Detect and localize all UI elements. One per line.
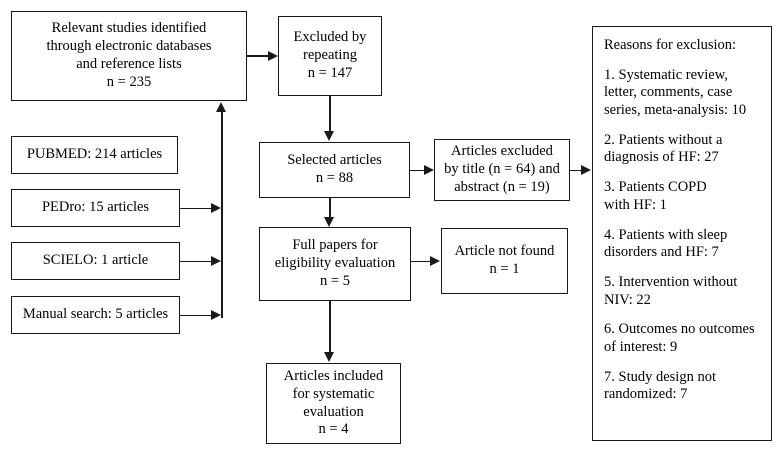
edge-scielo-to-spine xyxy=(180,260,212,262)
edge-full-papers-to-included xyxy=(329,301,331,353)
node-source-manual-search: Manual search: 5 articles xyxy=(11,296,180,334)
node-selected-articles-label: Selected articles n = 88 xyxy=(287,152,382,186)
panel-reason-item-6: 6. Outcomes no outcomes of interest: 9 xyxy=(604,321,755,355)
edge-manual-search-to-spine xyxy=(180,314,212,316)
node-article-not-found: Article not found n = 1 xyxy=(441,228,568,294)
panel-reasons-heading: Reasons for exclusion: xyxy=(604,37,737,53)
node-source-manual-search-label: Manual search: 5 articles xyxy=(22,306,169,323)
edge-excluded-repeating-to-selected xyxy=(329,96,331,132)
panel-reason-item-7: 7. Study design not randomized: 7 xyxy=(604,368,716,403)
arrowhead-pedro-to-spine xyxy=(211,203,221,213)
arrowhead-selected-to-full-papers xyxy=(324,217,335,227)
node-articles-excluded-title-abstract: Articles excluded by title (n = 64) and … xyxy=(434,139,570,201)
arrowhead-excluded-title-to-reasons-panel xyxy=(581,165,591,175)
edge-pedro-to-spine xyxy=(180,207,212,209)
node-source-pedro-label: PEDro: 15 articles xyxy=(41,199,150,216)
panel-reason-item-5: 5. Intervention without NIV: 22 xyxy=(604,273,738,308)
node-relevant-studies-identified-label: Relevant studies identified through elec… xyxy=(46,20,212,90)
node-articles-excluded-title-abstract-label: Articles excluded by title (n = 64) and … xyxy=(444,143,560,195)
edge-identified-to-excluded-repeating xyxy=(247,55,269,57)
node-article-not-found-label: Article not found n = 1 xyxy=(454,243,555,277)
node-source-pubmed: PUBMED: 214 articles xyxy=(11,136,178,174)
node-articles-included-label: Articles included for systematic evaluat… xyxy=(283,367,384,438)
node-source-pubmed-label: PUBMED: 214 articles xyxy=(26,146,163,163)
edge-sources-spine xyxy=(221,112,223,318)
node-full-papers-eligibility-label: Full papers for eligibility evaluation n… xyxy=(274,237,396,289)
arrowhead-manual-search-to-spine xyxy=(211,310,221,320)
edge-excluded-title-to-reasons-panel xyxy=(570,169,582,171)
node-excluded-by-repeating-label: Excluded by repeating n = 147 xyxy=(293,29,367,81)
arrowhead-excluded-repeating-to-selected xyxy=(324,131,335,141)
node-source-scielo: SCIELO: 1 article xyxy=(11,242,180,280)
arrowhead-full-papers-to-article-not-found xyxy=(430,256,440,266)
edge-selected-to-full-papers xyxy=(329,198,331,218)
arrowhead-identified-to-excluded-repeating xyxy=(268,50,278,61)
panel-reason-item-1: 1. Systematic review, letter, comments, … xyxy=(604,66,747,119)
panel-reason-item-3: 3. Patients COPD with HF: 1 xyxy=(604,179,707,213)
node-full-papers-eligibility: Full papers for eligibility evaluation n… xyxy=(259,227,411,301)
arrowhead-scielo-to-spine xyxy=(211,256,221,266)
arrowhead-sources-to-identified xyxy=(216,102,227,112)
edge-selected-to-excluded-title xyxy=(410,169,425,171)
node-relevant-studies-identified: Relevant studies identified through elec… xyxy=(11,11,247,101)
node-source-pedro: PEDro: 15 articles xyxy=(11,189,180,227)
edge-full-papers-to-article-not-found xyxy=(411,260,431,262)
panel-reason-item-4: 4. Patients with sleep disorders and HF:… xyxy=(604,226,728,261)
arrowhead-selected-to-excluded-title xyxy=(424,165,434,175)
node-excluded-by-repeating: Excluded by repeating n = 147 xyxy=(278,16,382,96)
panel-reason-item-2: 2. Patients without a diagnosis of HF: 2… xyxy=(604,131,723,166)
node-selected-articles: Selected articles n = 88 xyxy=(259,142,410,198)
arrowhead-full-papers-to-included xyxy=(324,352,335,362)
node-source-scielo-label: SCIELO: 1 article xyxy=(42,252,149,269)
node-articles-included: Articles included for systematic evaluat… xyxy=(266,363,401,444)
panel-reasons-for-exclusion: Reasons for exclusion: 1. Systematic rev… xyxy=(592,26,772,441)
